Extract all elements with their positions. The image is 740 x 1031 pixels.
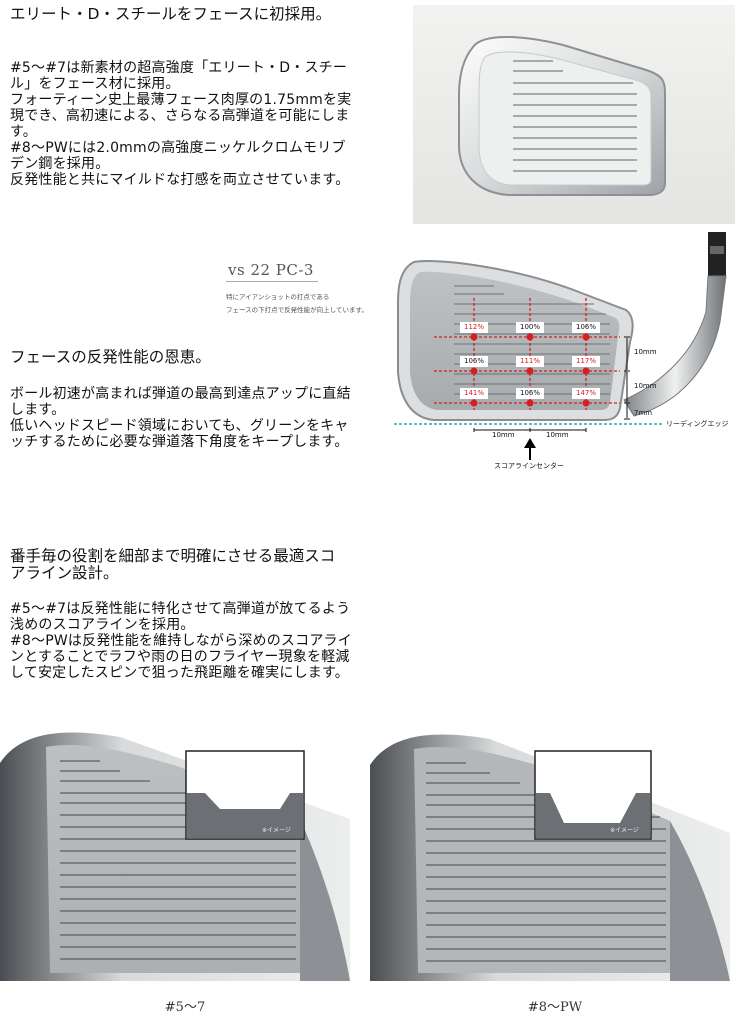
iron-face (410, 271, 620, 410)
scoreline-center-label: スコアラインセンター (494, 462, 564, 470)
section3-body: #5〜#7は反発性能に特化させて高弾道が放てるよう 浅めのスコアラインを採用。 … (10, 601, 352, 681)
value-label-top-center: 100% (516, 322, 544, 333)
inset-note-left: ※イメージ (262, 827, 291, 834)
section1-heading: エリート・D・スチールをフェースに初採用。 (10, 5, 332, 23)
shallow-groove-inset (185, 750, 305, 840)
dim-label-upper: 10mm (634, 348, 657, 356)
impact-points (470, 333, 590, 407)
iron-closeup-8-pw: ※イメージ (370, 723, 740, 981)
value-label-low-center: 106% (516, 388, 544, 399)
hosel (623, 275, 727, 417)
comparison-title: vs 22 PC-3 (228, 261, 314, 279)
elite-d-steel-face-photo (413, 5, 735, 224)
leading-edge-label: リーディングエッジ (666, 420, 729, 428)
value-label-low-left: 141% (460, 388, 488, 399)
deep-groove-inset (534, 750, 652, 840)
value-label-low-right: 147% (572, 388, 600, 399)
comparison-title-underline (226, 281, 318, 282)
dimension-lines (473, 336, 630, 432)
section2-heading: フェースの反発性能の恩恵。 (10, 348, 211, 366)
section2-body: ボール初速が高まれば弾道の最高到達点アップに直結 します。 低いヘッドスピード領… (10, 386, 351, 450)
face-impact-svg (394, 232, 727, 460)
section3-heading: 番手毎の役割を細部まで明確にさせる最適スコ アライン設計。 (10, 547, 336, 582)
dim-label-left: 10mm (492, 431, 515, 439)
iron-closeup-5-7: ※イメージ (0, 723, 370, 981)
dim-label-middle: 10mm (634, 382, 657, 390)
value-label-mid-center: 111% (516, 356, 544, 367)
dim-label-bottom: 7mm (634, 409, 653, 417)
caption-line-1: 特にアイアンショットの打点である (226, 293, 330, 301)
value-label-top-right: 106% (572, 322, 600, 333)
caption-5-7: #5〜7 (164, 1000, 206, 1015)
value-label-mid-left: 106% (460, 356, 488, 367)
dim-label-right: 10mm (546, 431, 569, 439)
value-label-mid-right: 117% (572, 356, 600, 367)
caption-8-pw: #8〜PW (527, 1000, 583, 1015)
section1-body: #5〜#7は新素材の超高強度「エリート・D・スチー ル」をフェース材に採用。 フ… (10, 60, 352, 188)
face-impact-diagram: 112% 100% 106% 106% 111% 117% 141% 106% … (394, 232, 740, 472)
inset-note-right: ※イメージ (610, 827, 639, 834)
value-label-top-left: 112% (460, 322, 488, 333)
caption-line-2: フェースの下打点で反発性能が向上しています。 (226, 306, 368, 314)
